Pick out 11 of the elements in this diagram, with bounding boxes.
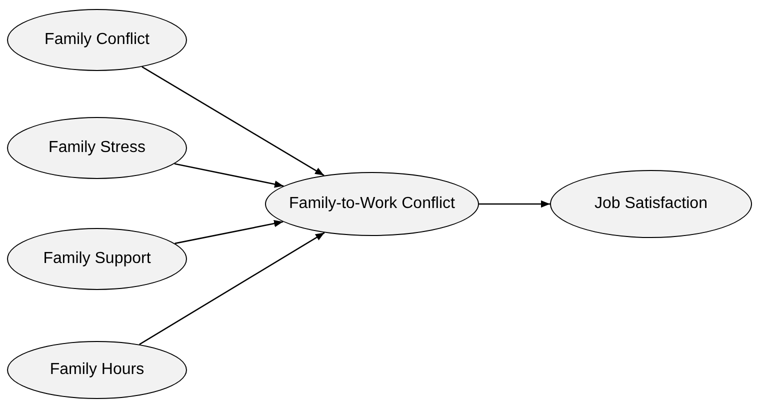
arrow <box>142 66 324 176</box>
ellipse-node: Job Satisfaction <box>550 170 752 238</box>
arrow <box>139 232 325 345</box>
ellipse-node: Family Conflict <box>7 9 187 71</box>
ellipse-node: Family Stress <box>7 117 187 179</box>
arrow <box>174 163 284 188</box>
ellipse-node: Family-to-Work Conflict <box>265 172 479 236</box>
arrow <box>479 200 550 208</box>
ellipse-node: Family Support <box>7 228 187 290</box>
ellipse-node: Family Hours <box>7 341 187 399</box>
arrow <box>174 220 284 244</box>
